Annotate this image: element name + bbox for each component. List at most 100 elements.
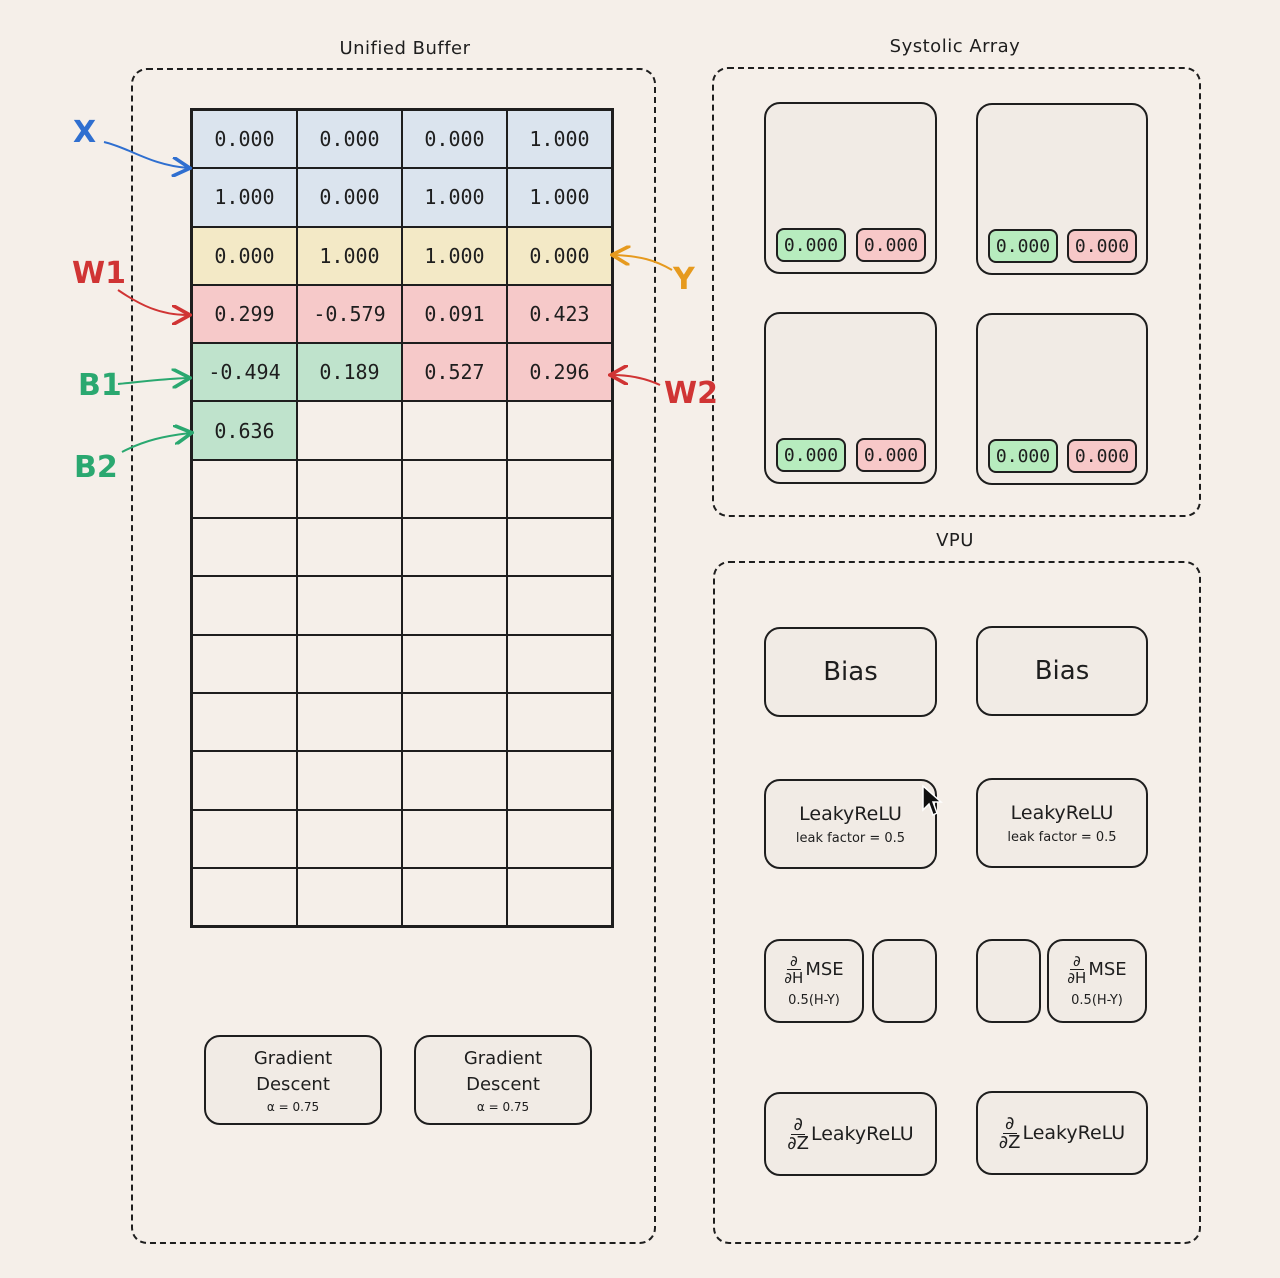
pe-green-value: 0.000 (776, 228, 846, 262)
buffer-cell (402, 692, 507, 752)
derivative-denominator: ∂H (1067, 969, 1087, 987)
buffer-cell (297, 809, 402, 868)
buffer-cell: 0.000 (402, 110, 507, 169)
buffer-cell (402, 867, 507, 927)
buffer-cell (402, 459, 507, 519)
pe-0-1: 0.000 0.000 (976, 103, 1148, 275)
buffer-cell: 1.000 (402, 226, 507, 285)
buffer-cell: 0.189 (297, 343, 402, 402)
bias-label: Bias (823, 657, 878, 687)
gradient-descent-alpha: α = 0.75 (266, 1100, 320, 1114)
derivative-denominator: ∂Z (787, 1132, 809, 1154)
buffer-cell: 0.527 (402, 343, 507, 402)
pe-1-0: 0.000 0.000 (764, 312, 937, 484)
gradient-descent-line1: Gradient (253, 1048, 333, 1069)
buffer-cell: 0.423 (507, 284, 612, 344)
vpu-dleakyrelu-2: ∂ ∂Z LeakyReLU (976, 1091, 1148, 1175)
pe-red-value: 0.000 (1067, 439, 1137, 473)
buffer-cell (192, 867, 297, 927)
buffer-cell (297, 401, 402, 460)
pe-green-value: 0.000 (776, 438, 846, 472)
label-x: X (73, 115, 97, 150)
fraction-bar (1069, 969, 1084, 970)
derivative-numerator: ∂ (1004, 1112, 1015, 1134)
buffer-cell: 0.091 (402, 284, 507, 344)
dleakyrelu-label: LeakyReLU (810, 1123, 914, 1145)
leak-factor-label: leak factor = 0.5 (795, 830, 906, 846)
pe-red-value: 0.000 (856, 438, 926, 472)
derivative-numerator: ∂ (793, 1113, 803, 1135)
buffer-cell: 0.000 (297, 110, 402, 169)
buffer-cell: 0.299 (192, 284, 297, 344)
label-w1: W1 (72, 256, 126, 291)
vpu-leakyrelu-2: LeakyReLU leak factor = 0.5 (976, 778, 1148, 868)
label-y: Y (673, 262, 695, 297)
buffer-cell: 1.000 (297, 226, 402, 285)
buffer-cell (402, 518, 507, 577)
derivative-fraction: ∂ ∂H (784, 952, 804, 987)
buffer-cell (507, 692, 612, 752)
vpu-container (713, 561, 1201, 1244)
buffer-cell (192, 576, 297, 635)
derivative-numerator: ∂ (1072, 952, 1081, 970)
buffer-cell (507, 634, 612, 693)
dleakyrelu-label: LeakyReLU (1022, 1122, 1126, 1144)
bias-label: Bias (1034, 656, 1090, 686)
buffer-cell (402, 634, 507, 693)
buffer-cell: 0.000 (192, 226, 297, 285)
buffer-cell: -0.579 (297, 284, 402, 344)
buffer-cell (192, 692, 297, 752)
pe-0-0: 0.000 0.000 (764, 102, 937, 274)
gradient-descent-box-1: Gradient Descent α = 0.75 (204, 1035, 382, 1125)
buffer-cell: -0.494 (192, 343, 297, 402)
buffer-cell (507, 576, 612, 635)
pe-red-value: 0.000 (1067, 229, 1137, 263)
pe-1-1: 0.000 0.000 (976, 313, 1148, 485)
buffer-cell (402, 751, 507, 810)
vpu-dmse-1: ∂ ∂H MSE 0.5(H-Y) (764, 939, 864, 1023)
buffer-cell (297, 867, 402, 927)
gradient-descent-line2: Descent (466, 1074, 540, 1095)
pe-red-value: 0.000 (856, 228, 926, 262)
buffer-cell (192, 518, 297, 577)
leak-factor-label: leak factor = 0.5 (1007, 829, 1117, 845)
buffer-cell (192, 809, 297, 868)
vpu-dmse-2: ∂ ∂H MSE 0.5(H-Y) (1047, 939, 1147, 1023)
vpu-empty-slot-1 (872, 939, 937, 1023)
buffer-cell (402, 809, 507, 868)
label-b1: B1 (78, 368, 122, 403)
buffer-cell (402, 576, 507, 635)
buffer-cell (507, 867, 612, 927)
derivative-fraction: ∂ ∂Z (787, 1113, 809, 1154)
vpu-title: VPU (936, 530, 974, 551)
derivative-numerator: ∂ (789, 952, 798, 970)
mse-label: MSE (1088, 959, 1127, 980)
label-w2: W2 (664, 376, 718, 411)
buffer-cell: 1.000 (507, 110, 612, 169)
buffer-cell (192, 634, 297, 693)
gradient-descent-alpha: α = 0.75 (476, 1100, 530, 1114)
derivative-denominator: ∂Z (998, 1131, 1021, 1153)
buffer-cell: 1.000 (402, 168, 507, 227)
buffer-cell: 0.000 (297, 168, 402, 227)
buffer-cell (402, 401, 507, 460)
buffer-cell (507, 809, 612, 868)
vpu-empty-slot-2 (976, 939, 1041, 1023)
buffer-cell (507, 518, 612, 577)
mse-formula: 0.5(H-Y) (788, 993, 840, 1008)
buffer-cell (192, 459, 297, 519)
buffer-cell: 0.000 (192, 110, 297, 169)
buffer-cell (297, 634, 402, 693)
systolic-array-container (712, 67, 1201, 517)
gradient-descent-line2: Descent (256, 1074, 330, 1095)
derivative-denominator: ∂H (784, 969, 804, 987)
buffer-cell (297, 692, 402, 752)
mse-label: MSE (805, 959, 844, 980)
fraction-bar (786, 969, 801, 970)
unified-buffer-container (131, 68, 656, 1244)
derivative-fraction: ∂ ∂H (1067, 952, 1087, 987)
unified-buffer-title: Unified Buffer (339, 38, 471, 59)
buffer-cell: 1.000 (192, 168, 297, 227)
leakyrelu-label: LeakyReLU (799, 802, 902, 825)
